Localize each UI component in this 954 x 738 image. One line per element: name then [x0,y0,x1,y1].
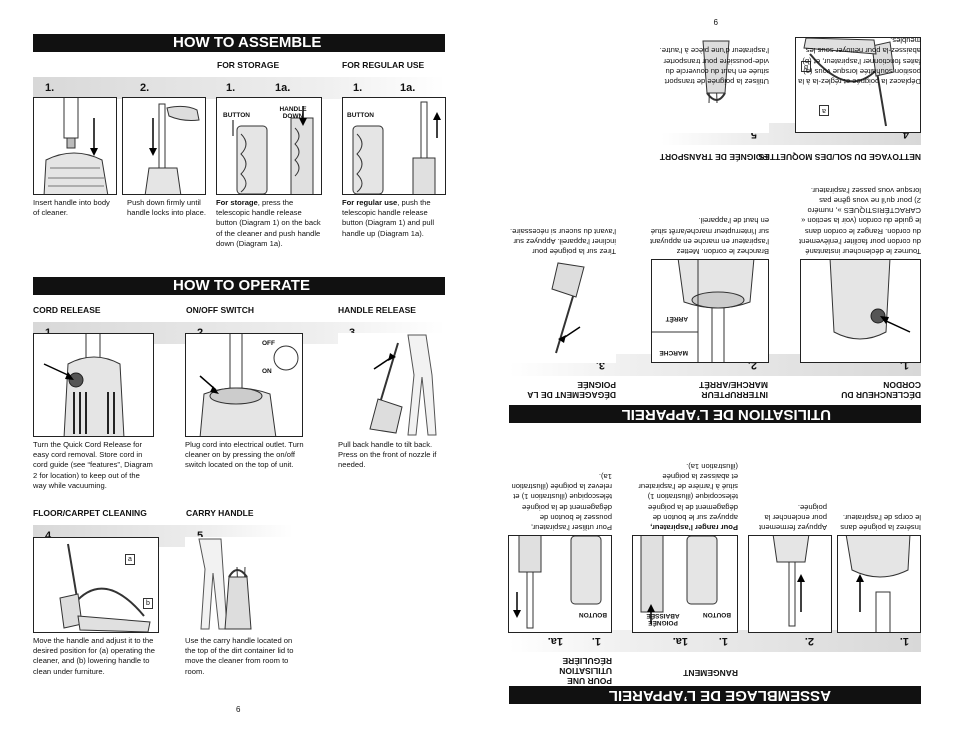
caption-regular-bold: For regular use [342,198,398,207]
caption-nettoyage: Déplacez la poignée et réglez-la à la po… [798,36,921,86]
handle-down-label: HANDLE DOWN [279,106,307,120]
step-number: 1. [899,635,909,647]
step-number: 1. [591,635,601,647]
caption-ranger: Pour ranger l’aspirateur, appuyez sur le… [632,461,738,532]
caption-inserer: Insérez la poignée dans le corps de l’as… [840,512,921,532]
caption-storage-bold: For storage [216,198,258,207]
cord-release-heading: CORD RELEASE [33,305,101,315]
how-to-assemble-title: HOW TO ASSEMBLE [33,34,445,52]
caption-interrupteur: Branchez le cordon. Mettez l’aspirateur … [649,216,769,256]
button-label: BUTTON [347,112,374,119]
on-off-switch-heading: ON/OFF SWITCH [186,305,254,315]
illustration-inserer-poignee [837,535,921,633]
poignee-abaissee-label: POIGNÉE ABAISSÉE [646,612,680,626]
how-to-operate-title: HOW TO OPERATE [33,277,445,295]
illustration-carry-handle [185,537,293,633]
illustration-degagement [508,259,616,363]
nettoyage-heading: NETTOYAGE DU SOL/DES MOQUETTES [758,152,921,162]
caption-carry-handle: Use the carry handle located on the top … [185,636,294,676]
page-number-right: 9 [713,17,718,26]
caption-transport: Utilisez la poignée de transport située … [659,46,769,86]
transport-heading: POIGNÉE DE TRANSPORT [659,152,768,162]
illustration-regular-button: BUTTON [342,97,446,195]
illustration-interrupteur: MARCHE ARRÊT [651,259,769,363]
caption-on-off: Plug cord into electrical outlet. Turn c… [185,440,304,470]
interrupteur-heading: INTERRUPTEUR MARCHE/ARRÊT [699,380,768,400]
caption-cord-release: Turn the Quick Cord Release for easy cor… [33,440,153,490]
for-regular-use-heading: FOR REGULAR USE [342,60,425,70]
button-label: BUTTON [223,112,250,119]
caption-regular-use: For regular use, push the telescopic han… [342,198,446,239]
label-a: a [125,554,135,565]
caption-handle-release: Pull back handle to tilt back. Press on … [338,440,437,470]
caption-utiliser: Pour utiliser l’aspirateur, poussez le b… [511,471,612,532]
utilisation-title: UTILISATION DE L’APPAREIL [509,405,921,423]
illustration-push-handle [122,97,206,195]
for-storage-heading: FOR STORAGE [217,60,280,70]
caption-insert-handle: Insert handle into body of cleaner. [33,198,110,218]
step-number: 2. [804,635,814,647]
cordon-heading: DÉCLENCHEUR DU CORDON [841,380,921,400]
caption-storage: For storage, press the telescopic handle… [216,198,322,249]
step-number: 1. [718,635,728,647]
illustration-floor-cleaning: a b [33,537,159,633]
step-number: 2. [140,82,150,94]
marche-label: MARCHE [659,349,688,356]
illustration-on-off-switch: OFF ON [185,333,303,437]
illustration-handle-release [338,333,446,437]
caption-push-handle: Push down firmly until handle locks into… [127,198,206,218]
rangement-heading: RANGEMENT [683,668,738,678]
step-number: 1a. [400,82,416,94]
caption-ranger-bold: Pour ranger l’aspirateur, [650,523,738,532]
step-number: 4. [45,530,55,542]
step-number: 5. [197,530,207,542]
step-number: 1. [226,82,236,94]
label-b: b [143,598,153,609]
step-number: 1. [353,82,363,94]
assemblage-title: ASSEMBLAGE DE L’APPAREIL [509,686,921,704]
bouton-label: BOUTON [702,611,731,618]
bouton-label: BOUTON [578,611,607,618]
assemble-step-bar [33,77,445,99]
illustration-declencheur [800,259,921,363]
caption-ranger-text: appuyez sur le bouton de dégagement de l… [638,461,738,522]
utilisation-reguliere-heading: POUR UNE UTILISATION RÉGULIÈRE [559,656,612,686]
illustration-rangement-bouton: BOUTON POIGNÉE ABAISSÉE [632,535,738,633]
caption-floor-cleaning: Move the handle and adjust it to the des… [33,636,155,676]
step-number: 1. [45,82,55,94]
illustration-insert-handle [33,97,117,195]
degagement-poignee-heading: DÉGAGEMENT DE LA POIGNÉE [527,380,616,400]
page-number-left: 6 [236,705,241,714]
caption-enclencher: Appuyez fermement pour enclencher la poi… [759,502,827,532]
on-label: ON [262,368,272,375]
right-page-rotated: ASSEMBLAGE DE L’APPAREIL RANGEMENT POUR … [477,0,954,738]
step-number: 1a. [547,635,563,647]
off-label: OFF [262,340,275,347]
illustration-enclencher-poignee [748,535,832,633]
caption-declencheur: Tournez le déclencheur instantané du cor… [799,185,921,256]
handle-release-heading: HANDLE RELEASE [338,305,416,315]
assemblage-step-bar [509,630,921,652]
caption-storage-text: , press the telescopic handle release bu… [216,198,321,248]
step-number: 1a. [672,635,688,647]
carry-handle-heading: CARRY HANDLE [186,508,254,518]
floor-carpet-heading: FLOOR/CARPET CLEANING [33,508,147,518]
illustration-storage-button: BUTTON HANDLE DOWN [216,97,322,195]
illustration-nettoyage: a b [795,37,921,133]
illustration-transport [661,37,769,133]
illustration-utilisation-bouton: BOUTON [508,535,612,633]
illustration-cord-release [33,333,154,437]
step-number: 1a. [275,82,291,94]
arret-label: ARRÊT [665,315,688,322]
caption-regular-text: , push the telescopic handle release but… [342,198,435,238]
label-a: a [819,105,829,116]
caption-degagement: Tirez sur la poignée pour incliner l’app… [510,226,616,256]
